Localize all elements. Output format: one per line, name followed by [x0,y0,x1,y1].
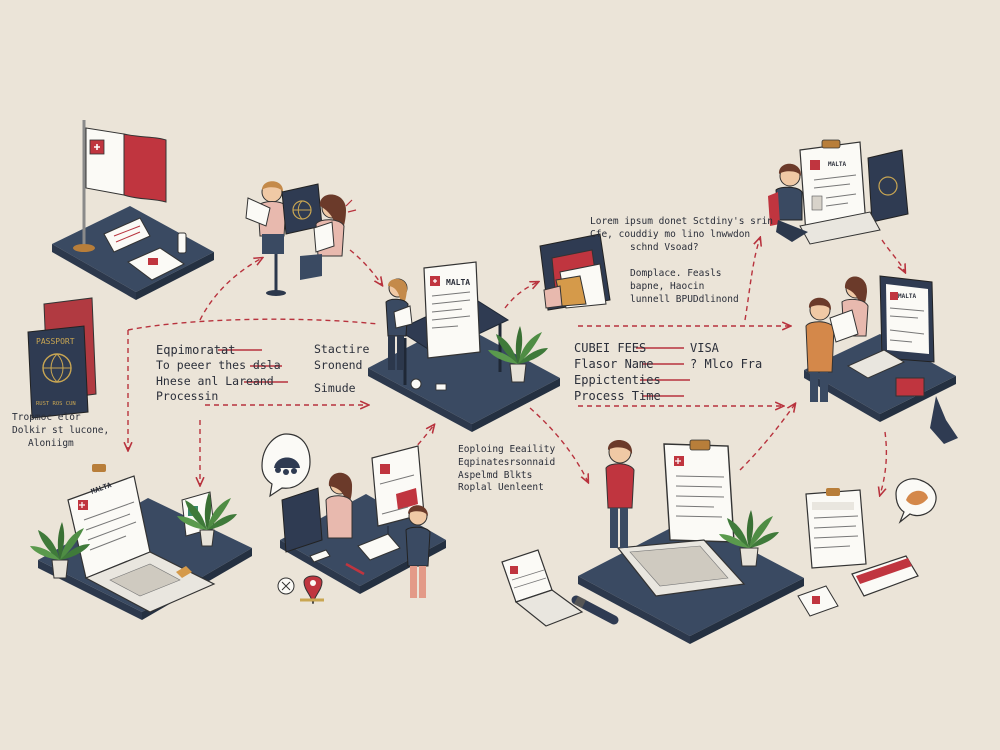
left-block-underlines [218,349,288,383]
passport-title: PASSPORT [36,337,75,346]
passport-icon [27,325,89,419]
tr-doc-title: MALTA [828,161,846,168]
reading-people-scene [245,181,357,296]
clipboard-icon [799,139,867,235]
review-desk-scene [280,445,446,598]
top-center-note: Lorem ipsum donet Sctdiny's srin Cfe, co… [590,216,774,253]
main-laptop-scene [578,439,804,644]
applicant-laptop-scene [768,139,909,245]
central-document-desk [368,261,560,432]
right-block-underlines [636,347,690,397]
bottom-left-laptop-scene [30,464,252,620]
right-info-labels: CUBEI FEES Flasor Name Eppictenties Proc… [574,341,661,403]
laptop-icon [67,475,216,613]
consultation-desk-scene [804,275,958,444]
folders-scene [539,233,611,311]
left-info-side: Stactire Sronend Simude [314,342,370,396]
right-info-values: VISA ? Mlco Fra [690,341,763,371]
passport-stack [27,297,97,419]
right-screen-title: MALTA [898,293,916,300]
final-documents-scene [797,478,937,617]
speech-bubble-icon [261,433,311,498]
flag-desk-scene [52,120,214,300]
small-laptop-scene [501,549,619,627]
passport-footer: RUST ROS CUN [36,401,76,407]
top-right-note: Domplace. Feasls bapne, Haocin lunnell B… [630,268,739,305]
center-doc-title: MALTA [446,278,470,287]
left-info-block: Eqpimoratat To peeer thes dsla Hnese anl… [156,343,281,404]
passport-caption: Tropmoc elor Dolkir st lucone, Aloniigm [12,412,110,449]
center-caption: Eoploing Eeaility Eqpinatesrsonnaid Aspe… [458,444,556,494]
left-block-title: Eqpimoratat [156,343,236,357]
malta-flag-icon [85,127,167,203]
flow-arrows [128,238,905,495]
document-icon [423,261,481,359]
